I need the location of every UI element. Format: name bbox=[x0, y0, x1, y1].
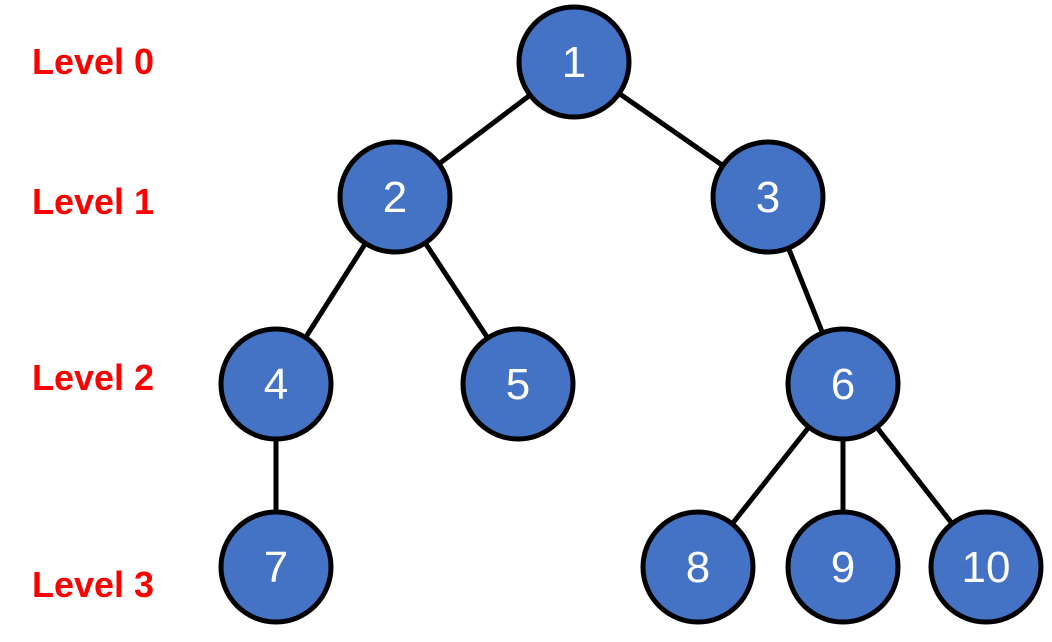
edges-layer bbox=[273, 59, 988, 569]
node-label: 10 bbox=[962, 543, 1011, 592]
tree-node-8: 8 bbox=[640, 509, 756, 625]
tree-node-1: 1 bbox=[516, 4, 632, 120]
node-label: 3 bbox=[756, 173, 780, 222]
node-circle bbox=[337, 139, 453, 255]
level-labels: Level 0 Level 1 Level 2 Level 3 bbox=[32, 41, 154, 605]
node-circle bbox=[640, 509, 756, 625]
level-label-0: Level 0 bbox=[32, 41, 154, 82]
node-label: 5 bbox=[506, 360, 530, 409]
node-circle bbox=[218, 326, 334, 442]
tree-node-2: 2 bbox=[337, 139, 453, 255]
node-label: 7 bbox=[264, 543, 288, 592]
tree-node-5: 5 bbox=[460, 326, 576, 442]
node-circle bbox=[710, 139, 826, 255]
tree-node-4: 4 bbox=[218, 326, 334, 442]
node-circle bbox=[516, 4, 632, 120]
tree-node-3: 3 bbox=[710, 139, 826, 255]
node-label: 6 bbox=[831, 360, 855, 409]
node-label: 9 bbox=[831, 543, 855, 592]
tree-node-7: 7 bbox=[218, 509, 334, 625]
node-circle bbox=[785, 509, 901, 625]
node-label: 2 bbox=[383, 173, 407, 222]
tree-node-10: 10 bbox=[928, 509, 1044, 625]
tree-node-9: 9 bbox=[785, 509, 901, 625]
node-circle bbox=[928, 509, 1044, 625]
node-circle bbox=[460, 326, 576, 442]
level-label-3: Level 3 bbox=[32, 564, 154, 605]
level-label-2: Level 2 bbox=[32, 357, 154, 398]
node-label: 4 bbox=[264, 360, 288, 409]
node-circle bbox=[218, 509, 334, 625]
level-label-1: Level 1 bbox=[32, 181, 154, 222]
node-circle bbox=[785, 326, 901, 442]
nodes-layer: 1 2 3 4 5 6 7 8 9 10 bbox=[218, 4, 1044, 625]
node-label: 8 bbox=[686, 543, 710, 592]
node-label: 1 bbox=[562, 38, 586, 87]
tree-node-6: 6 bbox=[785, 326, 901, 442]
